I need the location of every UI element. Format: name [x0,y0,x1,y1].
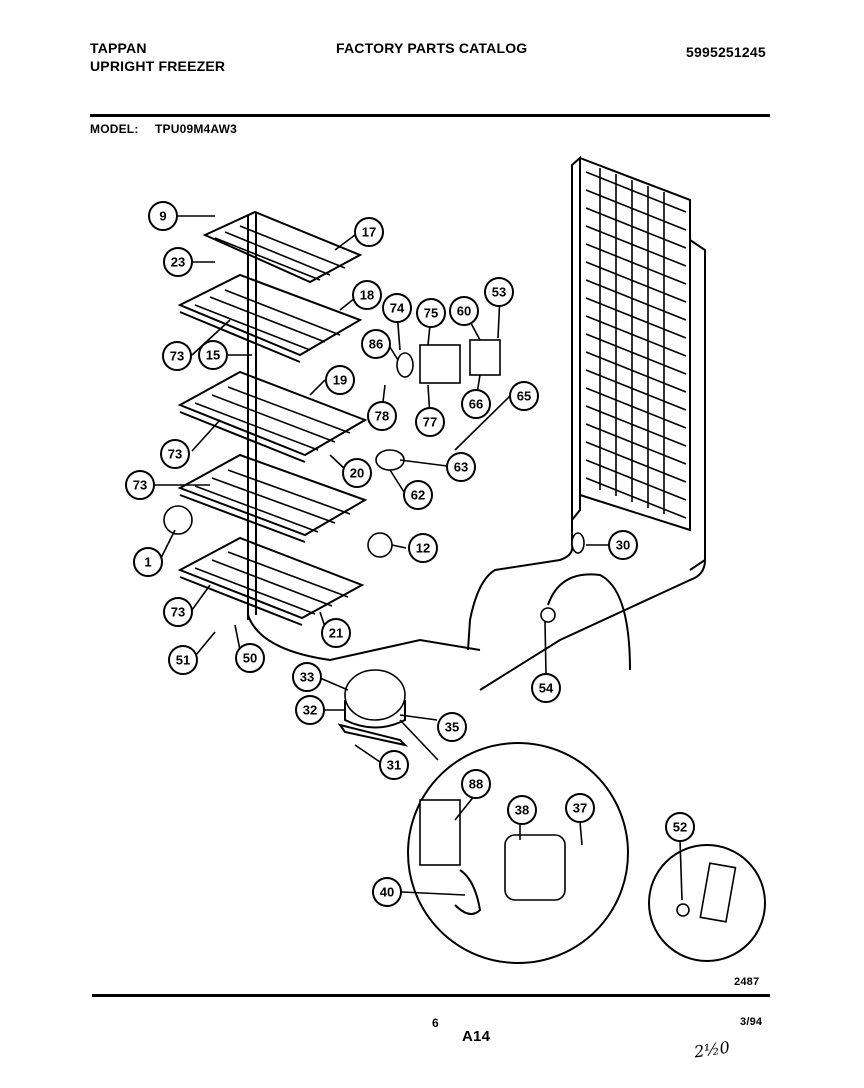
small-components [163,339,631,671]
callout-38: 38 [507,795,537,825]
section-code: A14 [462,1028,491,1045]
callout-label: 78 [375,409,389,424]
callout-label: 51 [176,653,190,668]
callout-label: 1 [144,555,151,570]
callout-60: 60 [449,296,479,326]
callout-20: 20 [342,458,372,488]
callout-label: 86 [369,337,383,352]
callout-63: 63 [446,452,476,482]
callout-1: 1 [133,547,163,577]
callout-label: 50 [243,651,257,666]
callout-label: 9 [159,209,166,224]
callout-label: 37 [573,801,587,816]
callout-32: 32 [295,695,325,725]
callout-label: 63 [454,460,468,475]
callout-label: 60 [457,304,471,319]
callout-78: 78 [367,401,397,431]
callout-label: 12 [416,541,430,556]
callout-75: 75 [416,298,446,328]
callout-label: 19 [333,373,347,388]
condenser-coil [467,155,706,691]
callout-label: 53 [492,285,506,300]
callout-9: 9 [148,201,178,231]
relay-detail-view [407,742,629,964]
callout-label: 88 [469,777,483,792]
callout-73: 73 [162,341,192,371]
callout-23: 23 [163,247,193,277]
callout-12: 12 [408,533,438,563]
callout-label: 38 [515,803,529,818]
callout-62: 62 [403,480,433,510]
callout-51: 51 [168,645,198,675]
footer-rule [92,994,770,997]
compressor [337,669,409,747]
plug-detail-view [648,844,766,962]
evaporator-shelves [177,210,481,662]
header-rule [90,114,770,117]
callout-label: 21 [329,626,343,641]
part-callouts: 9 17 23 18 74 75 60 53 86 73 15 19 78 77… [125,201,695,907]
callout-label: 33 [300,670,314,685]
callout-label: 30 [616,538,630,553]
callout-label: 75 [424,306,438,321]
callout-label: 77 [423,415,437,430]
callout-66: 66 [461,389,491,419]
callout-19: 19 [325,365,355,395]
callout-label: 31 [387,758,401,773]
figure-code: 2487 [734,976,760,988]
callout-label: 54 [539,681,554,696]
callout-15: 15 [198,340,228,370]
callout-label: 65 [517,389,531,404]
catalog-title: FACTORY PARTS CATALOG [336,40,528,56]
callout-label: 32 [303,703,317,718]
callout-40: 40 [372,877,402,907]
product-type: UPRIGHT FREEZER [90,58,226,74]
callout-label: 73 [168,447,182,462]
callout-label: 52 [673,820,687,835]
callout-label: 18 [360,288,374,303]
callout-18: 18 [352,280,382,310]
callout-label: 20 [350,466,364,481]
callout-label: 66 [469,397,483,412]
callout-label: 23 [171,255,185,270]
callout-53: 53 [484,277,514,307]
callout-73: 73 [125,470,155,500]
model-number: TPU09M4AW3 [155,122,238,136]
revision-date: 3/94 [740,1016,763,1028]
page-number: 6 [432,1016,439,1030]
callout-label: 74 [390,301,405,316]
callout-86: 86 [361,329,391,359]
callout-74: 74 [382,293,412,323]
callout-label: 35 [445,720,459,735]
callout-52: 52 [665,812,695,842]
callout-73: 73 [163,597,193,627]
callout-31: 31 [379,750,409,780]
callout-50: 50 [235,643,265,673]
callout-label: 40 [380,885,394,900]
leader-lines [155,215,683,901]
part-number: 5995251245 [686,44,766,60]
callout-17: 17 [354,217,384,247]
callout-label: 73 [170,349,184,364]
callout-label: 17 [362,225,376,240]
callout-label: 15 [206,348,220,363]
callout-54: 54 [531,673,561,703]
callout-35: 35 [437,712,467,742]
callout-88: 88 [461,769,491,799]
callout-label: 73 [171,605,185,620]
model-label: MODEL: [90,122,139,136]
callout-label: 73 [133,478,147,493]
brand-name: TAPPAN [90,40,147,56]
callout-30: 30 [608,530,638,560]
callout-label: 62 [411,488,425,503]
callout-21: 21 [321,618,351,648]
callout-33: 33 [292,662,322,692]
callout-73: 73 [160,439,190,469]
callout-37: 37 [565,793,595,823]
callout-77: 77 [415,407,445,437]
callout-65: 65 [509,381,539,411]
